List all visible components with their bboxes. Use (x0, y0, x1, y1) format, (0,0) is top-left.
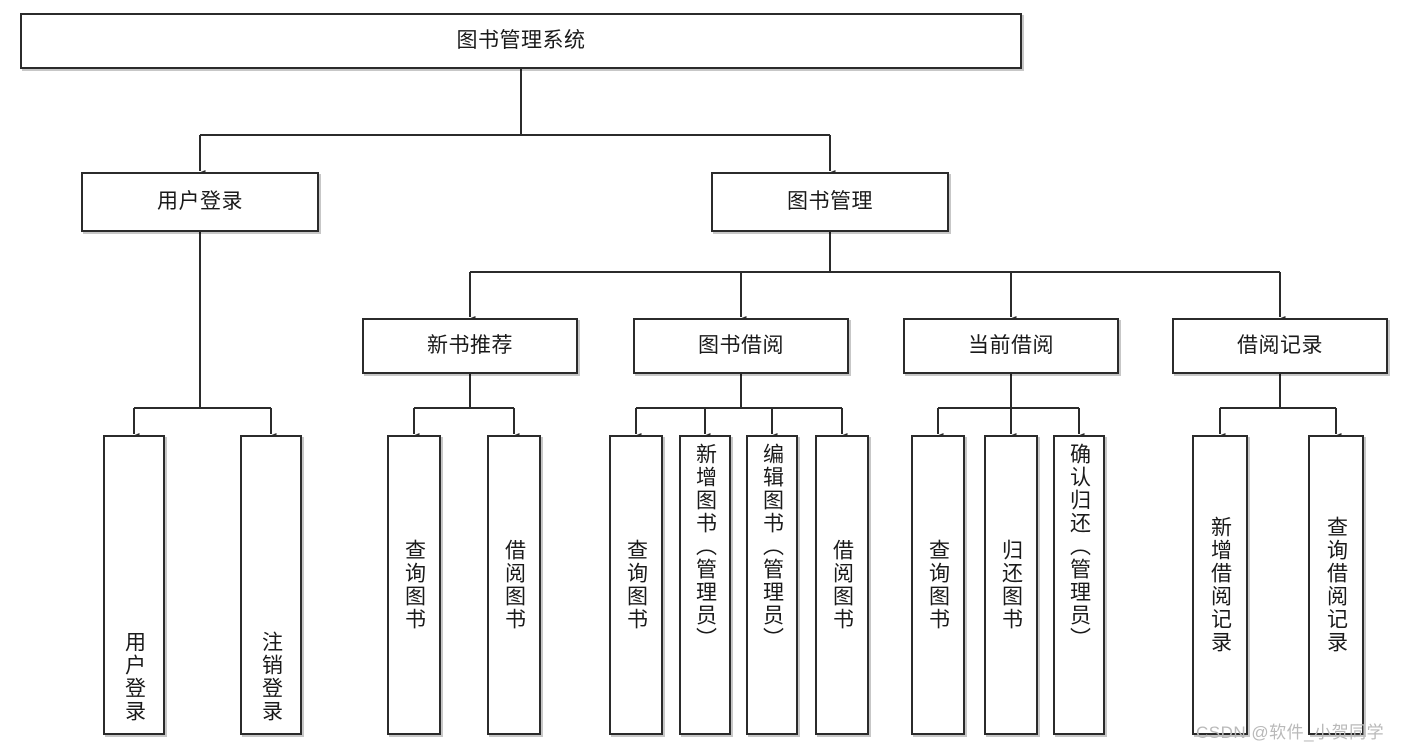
node-leaf-return-book[interactable]: 归还图书 (984, 435, 1038, 735)
node-borrow-record[interactable]: 借阅记录 (1172, 318, 1388, 374)
node-current-borrow[interactable]: 当前借阅 (903, 318, 1119, 374)
node-label-leaf-borrow-book: 借阅图书 (830, 539, 854, 631)
node-leaf-logout[interactable]: 注销登录 (240, 435, 302, 735)
node-user-login[interactable]: 用户登录 (81, 172, 319, 232)
node-label-user-login: 用户登录 (157, 189, 243, 213)
node-new-book-recommend[interactable]: 新书推荐 (362, 318, 578, 374)
node-leaf-borrow-book[interactable]: 借阅图书 (815, 435, 869, 735)
connector-paths (128, 69, 1342, 442)
node-label-leaf-query-book-current: 查询图书 (926, 539, 950, 631)
node-label-leaf-add-borrow-record: 新增借阅记录 (1208, 516, 1232, 654)
node-book-management[interactable]: 图书管理 (711, 172, 949, 232)
node-leaf-add-borrow-record[interactable]: 新增借阅记录 (1192, 435, 1248, 735)
node-leaf-add-book[interactable]: 新增图书（管理员） (679, 435, 731, 735)
node-leaf-query-book-current[interactable]: 查询图书 (911, 435, 965, 735)
node-label-new-book-recommend: 新书推荐 (427, 333, 513, 357)
node-label-leaf-logout: 注销登录 (259, 631, 283, 723)
node-label-borrow-record: 借阅记录 (1237, 333, 1323, 357)
node-book-borrow[interactable]: 图书借阅 (633, 318, 849, 374)
node-leaf-query-book-borrow[interactable]: 查询图书 (609, 435, 663, 735)
node-label-current-borrow: 当前借阅 (968, 333, 1054, 357)
node-label-book-management: 图书管理 (787, 189, 873, 213)
node-label-leaf-edit-book: 编辑图书（管理员） (760, 443, 784, 650)
node-leaf-query-borrow-record[interactable]: 查询借阅记录 (1308, 435, 1364, 735)
node-leaf-borrow-book-recommend[interactable]: 借阅图书 (487, 435, 541, 735)
node-label-leaf-add-book: 新增图书（管理员） (693, 443, 717, 650)
node-root[interactable]: 图书管理系统 (20, 13, 1022, 69)
node-label-leaf-query-book-recommend: 查询图书 (402, 539, 426, 631)
node-leaf-query-book-recommend[interactable]: 查询图书 (387, 435, 441, 735)
node-label-leaf-query-book-borrow: 查询图书 (624, 539, 648, 631)
node-label-leaf-borrow-book-recommend: 借阅图书 (502, 539, 526, 631)
node-label-leaf-confirm-return: 确认归还（管理员） (1067, 443, 1091, 650)
node-label-leaf-return-book: 归还图书 (999, 539, 1023, 631)
node-leaf-edit-book[interactable]: 编辑图书（管理员） (746, 435, 798, 735)
node-leaf-confirm-return[interactable]: 确认归还（管理员） (1053, 435, 1105, 735)
node-label-leaf-query-borrow-record: 查询借阅记录 (1324, 516, 1348, 654)
node-label-book-borrow: 图书借阅 (698, 333, 784, 357)
node-leaf-user-login[interactable]: 用户登录 (103, 435, 165, 735)
watermark-text: CSDN @软件_小贺同学 (1196, 723, 1385, 742)
node-label-leaf-user-login: 用户登录 (122, 631, 146, 723)
node-label-root: 图书管理系统 (456, 28, 586, 52)
